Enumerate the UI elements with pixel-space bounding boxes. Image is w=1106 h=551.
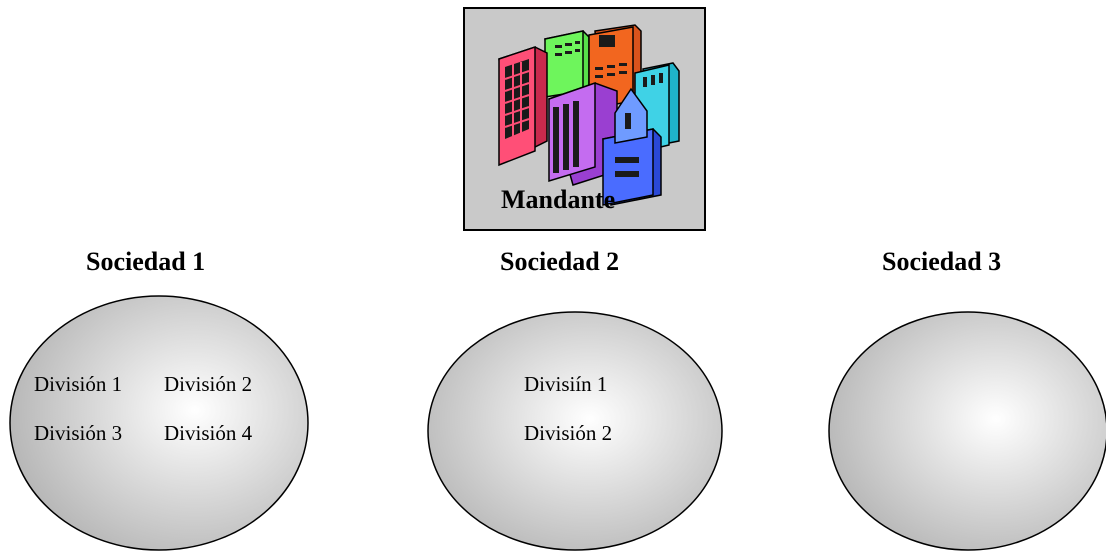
mandante-label: Mandante [501, 185, 616, 214]
sociedad-2-ellipse [427, 311, 723, 551]
sociedad-3-title: Sociedad 3 [882, 247, 1002, 276]
sociedad-1-division-3: División 3 [34, 421, 123, 445]
sociedad-2-division-2: División 2 [524, 421, 613, 445]
sociedad-2-division-1: Divisiín 1 [524, 372, 608, 396]
mandante-box: Mandante [463, 7, 706, 231]
sociedad-1-division-1: División 1 [34, 372, 123, 396]
sociedad-1-title: Sociedad 1 [86, 247, 206, 276]
sociedad-3-ellipse [828, 311, 1106, 551]
sociedad-1-division-2: División 2 [164, 372, 253, 396]
city-buildings-icon [498, 24, 680, 206]
sociedad-2-title: Sociedad 2 [500, 247, 620, 276]
sociedad-1-division-4: División 4 [164, 421, 253, 445]
sociedad-1-ellipse [9, 295, 309, 551]
